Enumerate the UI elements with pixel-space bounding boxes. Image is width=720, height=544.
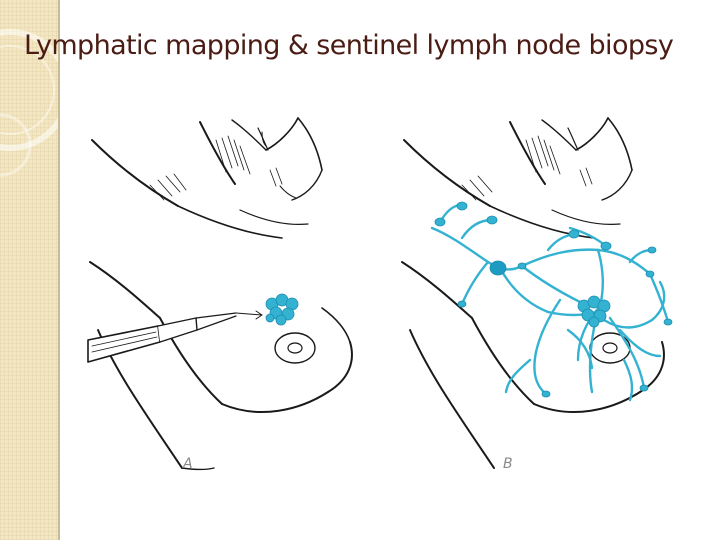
decorative-sidebar [0, 0, 71, 540]
sidebar-divider [58, 0, 60, 540]
slide-title: Lymphatic mapping & sentinel lymph node … [24, 30, 674, 61]
lymphatic-network [430, 202, 670, 402]
panel-label-b: B [503, 456, 513, 472]
panel-a [87, 117, 353, 471]
panel-label-a: A [182, 456, 193, 472]
tracer-injection-site [265, 293, 299, 326]
sidebar-ornament [0, 29, 71, 177]
medical-illustration: A [87, 117, 673, 472]
panel-b [401, 117, 665, 469]
lymph-nodes [434, 201, 673, 398]
